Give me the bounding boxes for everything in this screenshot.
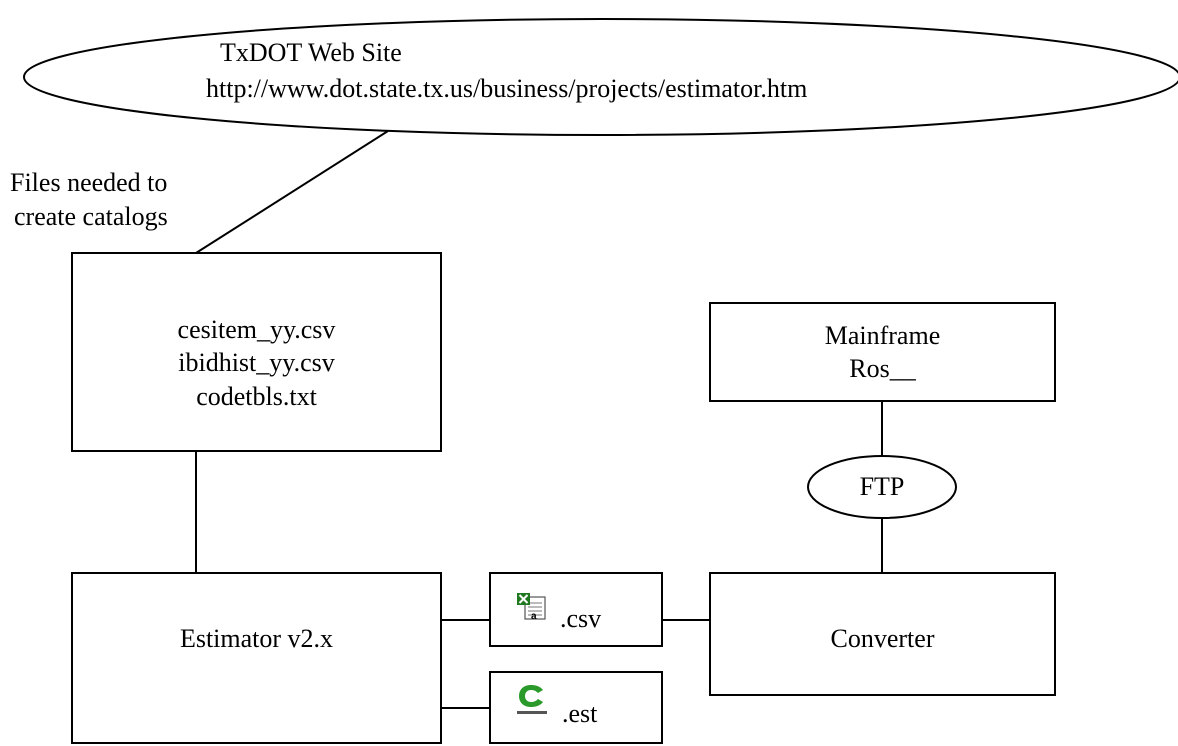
ftp-label: FTP	[859, 472, 905, 501]
csv-file-label: .csv	[560, 604, 602, 633]
files-box-line2: ibidhist_yy.csv	[178, 348, 335, 377]
estimator-label: Estimator v2.x	[179, 624, 334, 653]
files-box	[71, 252, 442, 452]
files-note-line1: Files needed to	[10, 168, 168, 197]
website-url[interactable]: http://www.dot.state.tx.us/business/proj…	[206, 74, 808, 103]
excel-csv-icon: a	[517, 593, 546, 622]
converter-label: Converter	[830, 624, 935, 653]
mainframe-line2: Ros__	[849, 354, 916, 383]
est-file-label: .est	[562, 699, 598, 728]
files-box-line3: codetbls.txt	[196, 382, 317, 411]
website-title: TxDOT Web Site	[220, 38, 402, 67]
files-box-line1: cesitem_yy.csv	[177, 315, 336, 344]
mainframe-line1: Mainframe	[824, 321, 941, 350]
converter-box	[709, 572, 1056, 696]
csv-file-box	[489, 572, 663, 647]
estimator-c-icon	[517, 685, 547, 714]
estimator-box	[71, 572, 442, 744]
files-note-line2: create catalogs	[14, 202, 168, 231]
website-ellipse	[23, 18, 1178, 136]
connector-website-files	[195, 130, 389, 254]
est-file-box	[489, 671, 663, 744]
svg-text:a: a	[531, 611, 537, 622]
